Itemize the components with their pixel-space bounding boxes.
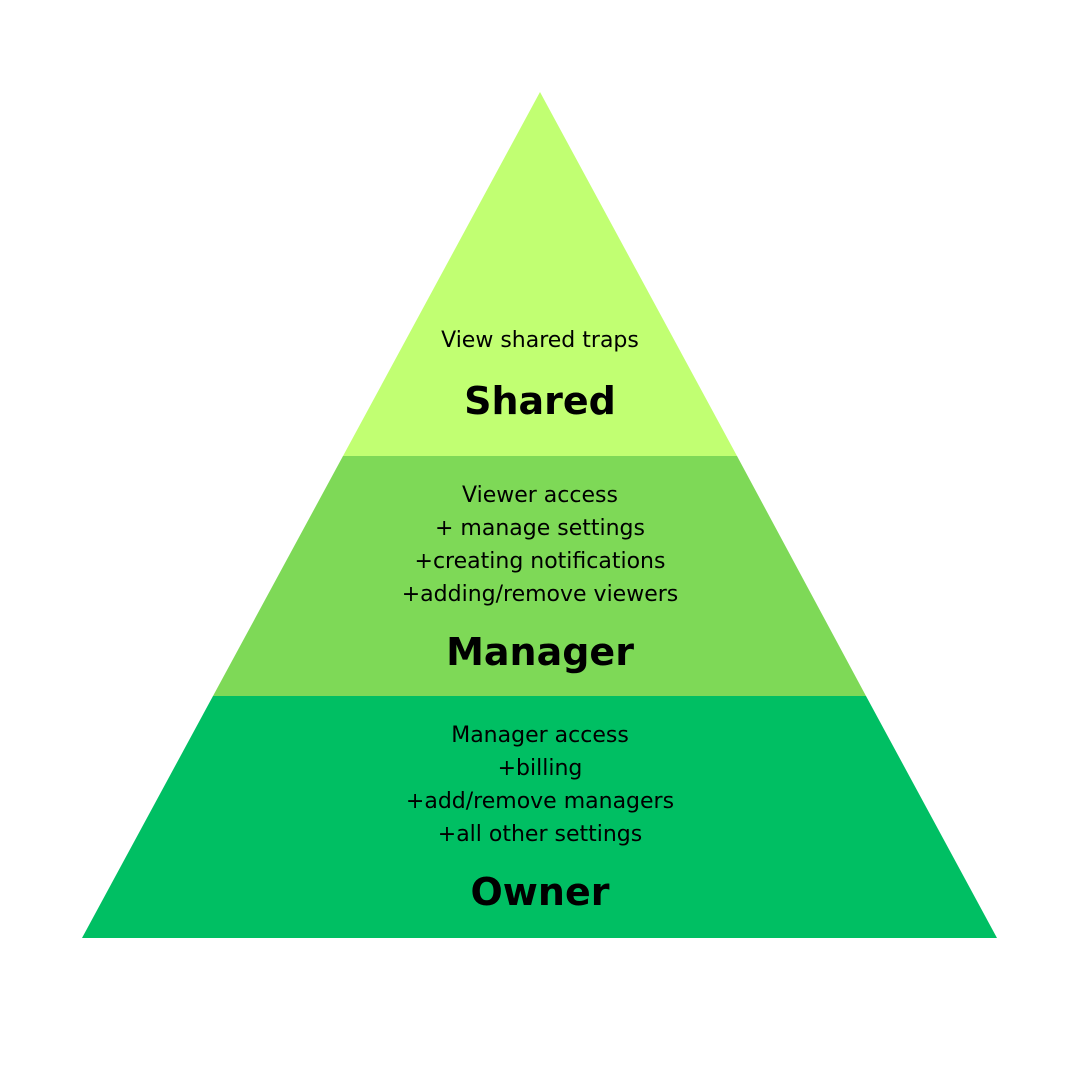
tier-shared (343, 92, 737, 456)
tier-owner (82, 696, 997, 938)
manager-description-line: Viewer access (462, 483, 618, 508)
owner-description-line: +all other settings (438, 822, 642, 847)
manager-description-line: + manage settings (435, 516, 645, 541)
manager-description-line: +creating notifications (415, 549, 666, 574)
manager-title: Manager (446, 630, 634, 674)
manager-description-line: +adding/remove viewers (402, 582, 679, 607)
shared-title: Shared (464, 379, 616, 423)
shared-description-line: View shared traps (441, 328, 639, 353)
owner-description-line: Manager access (451, 723, 629, 748)
owner-description-line: +billing (498, 756, 583, 781)
tier-manager (213, 456, 866, 696)
owner-description-line: +add/remove managers (406, 789, 674, 814)
owner-title: Owner (471, 870, 610, 914)
